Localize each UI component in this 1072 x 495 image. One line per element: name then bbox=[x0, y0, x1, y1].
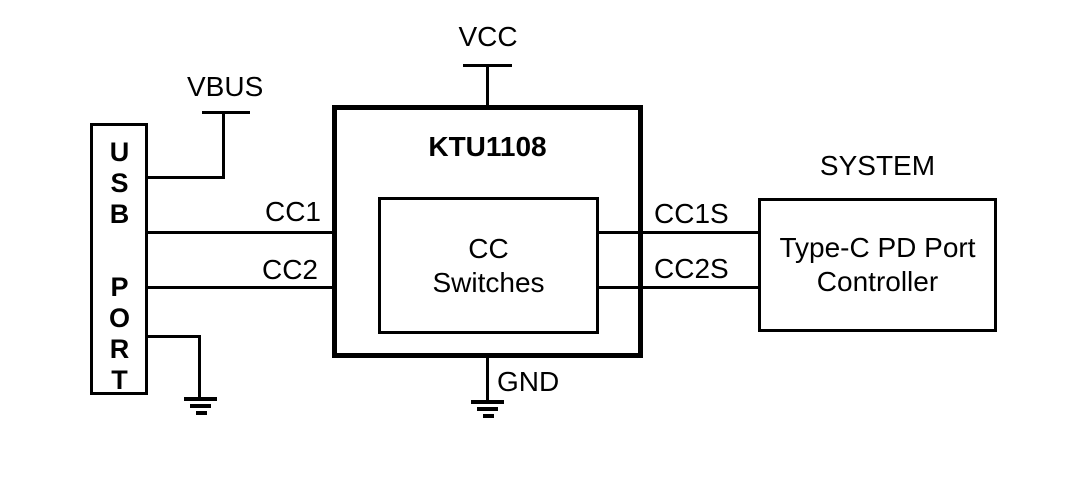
ground-bar-1 bbox=[471, 400, 504, 404]
vbus-stem-wire bbox=[222, 111, 225, 179]
cc-switches-box: CC Switches bbox=[378, 197, 599, 334]
vbus-wire bbox=[148, 176, 225, 179]
cc1-wire-left bbox=[148, 231, 380, 234]
usb-gnd-wire-horizontal bbox=[148, 335, 201, 338]
cc-switches-line2: Switches bbox=[432, 266, 545, 298]
vbus-label: VBUS bbox=[187, 71, 264, 102]
vcc-wire bbox=[486, 64, 489, 108]
usb-port-box: USB PORT bbox=[90, 123, 148, 396]
pd-controller-box: Type-C PD Port Controller bbox=[758, 198, 997, 332]
cc-switches-line1: CC bbox=[468, 232, 509, 264]
vbus-rail-bar bbox=[202, 111, 250, 114]
usb-gnd-wire-vertical bbox=[198, 335, 201, 399]
cc2s-wire bbox=[596, 286, 758, 289]
cc2s-label: CC2S bbox=[654, 253, 729, 284]
controller-name-line2: Controller bbox=[816, 266, 939, 297]
cc2-label: CC2 bbox=[261, 254, 318, 285]
usb-port-vertical-text-port: PORT bbox=[104, 272, 135, 396]
cc1s-wire bbox=[596, 231, 758, 234]
cc1-label: CC1 bbox=[264, 196, 321, 227]
controller-name-line1: Type-C PD Port bbox=[779, 232, 976, 263]
cc1s-label: CC1S bbox=[654, 198, 729, 229]
ground-bar-1 bbox=[184, 397, 217, 401]
ground-bar-3 bbox=[196, 411, 207, 415]
gnd-wire bbox=[486, 356, 489, 402]
chip-name-label: KTU1108 bbox=[428, 131, 547, 162]
gnd-label: GND bbox=[497, 366, 560, 397]
vcc-label: VCC bbox=[458, 21, 518, 52]
cc2-wire-left bbox=[148, 286, 380, 289]
ground-bar-2 bbox=[190, 404, 211, 408]
ground-bar-2 bbox=[477, 407, 498, 411]
ground-bar-3 bbox=[483, 414, 494, 418]
system-label: SYSTEM bbox=[819, 150, 936, 181]
usb-port-vertical-text-usb: USB bbox=[104, 137, 135, 230]
